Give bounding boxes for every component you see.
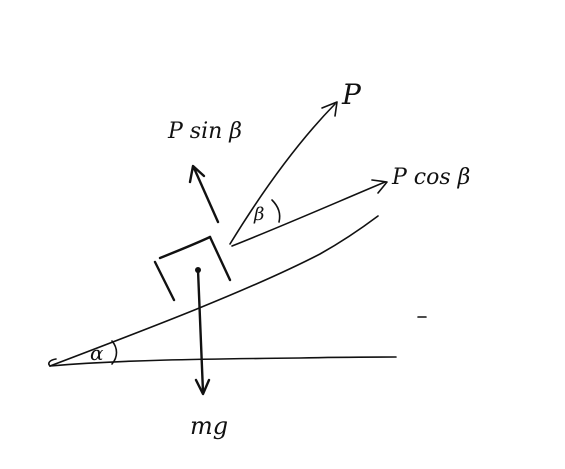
block-left-edge xyxy=(153,260,176,302)
label-p: P xyxy=(341,78,362,111)
angle-beta-arc xyxy=(271,199,281,223)
label-p-cos-beta: P cos β xyxy=(391,165,470,190)
p-arrow-shaft xyxy=(229,103,336,245)
incline-line xyxy=(49,215,379,367)
p-sin-arrow-shaft xyxy=(192,166,220,224)
p-arrow-head xyxy=(321,101,338,117)
block-right-edge xyxy=(208,235,232,282)
label-mg: mg xyxy=(190,412,228,440)
label-alpha: α xyxy=(90,341,104,365)
p-cos-arrow-shaft xyxy=(231,181,386,247)
weight-arrow-head xyxy=(194,378,211,396)
weight-arrow-shaft xyxy=(196,268,205,394)
label-beta: β xyxy=(253,204,264,225)
ground-line xyxy=(49,356,397,367)
p-sin-arrow-head xyxy=(188,164,206,184)
block-top-edge xyxy=(158,235,212,260)
label-p-sin-beta: P sin β xyxy=(167,119,242,144)
incline-left-end xyxy=(48,358,57,367)
angle-alpha-arc xyxy=(111,340,118,365)
p-cos-arrow-head xyxy=(371,179,388,194)
